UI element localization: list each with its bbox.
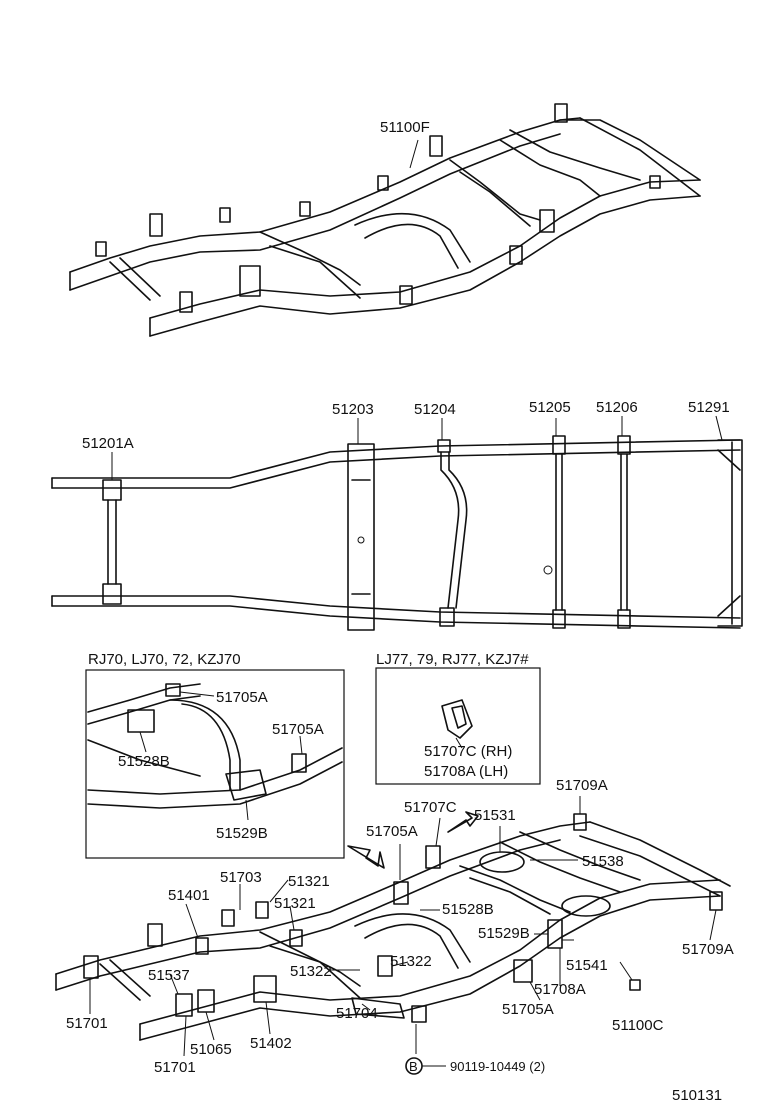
inset-left-label-1: 51705A [216, 689, 268, 706]
label-51206: 51206 [596, 399, 638, 416]
bottom-label-51531: 51531 [474, 807, 516, 824]
bottom-label-51322-a: 51322 [290, 963, 332, 980]
inset-left-box [85, 669, 345, 859]
bottom-label-51401: 51401 [168, 887, 210, 904]
bottom-label-51100c: 51100C [612, 1017, 664, 1034]
label-51201a: 51201A [82, 435, 134, 452]
label-51204: 51204 [414, 401, 456, 418]
bottom-label-51321-b: 51321 [274, 895, 316, 912]
bottom-label-51707c: 51707C [404, 799, 457, 816]
inset-left-title: RJ70, LJ70, 72, KZJ70 [88, 651, 241, 668]
label-51291: 51291 [688, 399, 730, 416]
bottom-label-51704: 51704 [336, 1005, 378, 1022]
bottom-label-51703: 51703 [220, 869, 262, 886]
inset-right-title: LJ77, 79, RJ77, KZJ7# [376, 651, 529, 668]
inset-right-label-rh: 51707C (RH) [424, 743, 512, 760]
bottom-label-51537: 51537 [148, 967, 190, 984]
inset-left-drawing [87, 683, 343, 821]
label-51205: 51205 [529, 399, 571, 416]
bottom-frame-drawing [55, 796, 731, 1067]
bottom-label-51701-left: 51701 [66, 1015, 108, 1032]
bottom-label-51541: 51541 [566, 957, 608, 974]
bottom-label-51709a-bottom: 51709A [682, 941, 734, 958]
inset-left-label-2: 51705A [272, 721, 324, 738]
bottom-label-51065: 51065 [190, 1041, 232, 1058]
bottom-label-51705a-bottom: 51705A [502, 1001, 554, 1018]
bottom-label-51709a-top: 51709A [556, 777, 608, 794]
inset-left-label-3: 51528B [118, 753, 170, 770]
inset-right-box [375, 667, 541, 785]
bottom-label-51322-b: 51322 [390, 953, 432, 970]
bottom-label-51321-a: 51321 [288, 873, 330, 890]
bolt-symbol-icon [405, 1057, 423, 1075]
bottom-label-51538: 51538 [582, 853, 624, 870]
bottom-label-51705a-top: 51705A [366, 823, 418, 840]
inset-right-drawing [441, 699, 473, 749]
bottom-label-51529b: 51529B [478, 925, 530, 942]
label-51203: 51203 [332, 401, 374, 418]
bottom-label-51528b: 51528B [442, 901, 494, 918]
top-frame-label: 51100F [380, 119, 430, 136]
diagram-id: 510131 [672, 1087, 722, 1104]
exploded-frame-drawing [51, 415, 743, 631]
bolt-symbol-letter: B [409, 1059, 418, 1074]
inset-left-label-4: 51529B [216, 825, 268, 842]
bottom-label-51402: 51402 [250, 1035, 292, 1052]
inset-right-label-lh: 51708A (LH) [424, 763, 508, 780]
bottom-label-51701-bottom: 51701 [154, 1059, 196, 1076]
bottom-label-51708a: 51708A [534, 981, 586, 998]
top-frame-drawing [69, 103, 701, 337]
bolt-part-label: 90119-10449 (2) [450, 1059, 545, 1074]
